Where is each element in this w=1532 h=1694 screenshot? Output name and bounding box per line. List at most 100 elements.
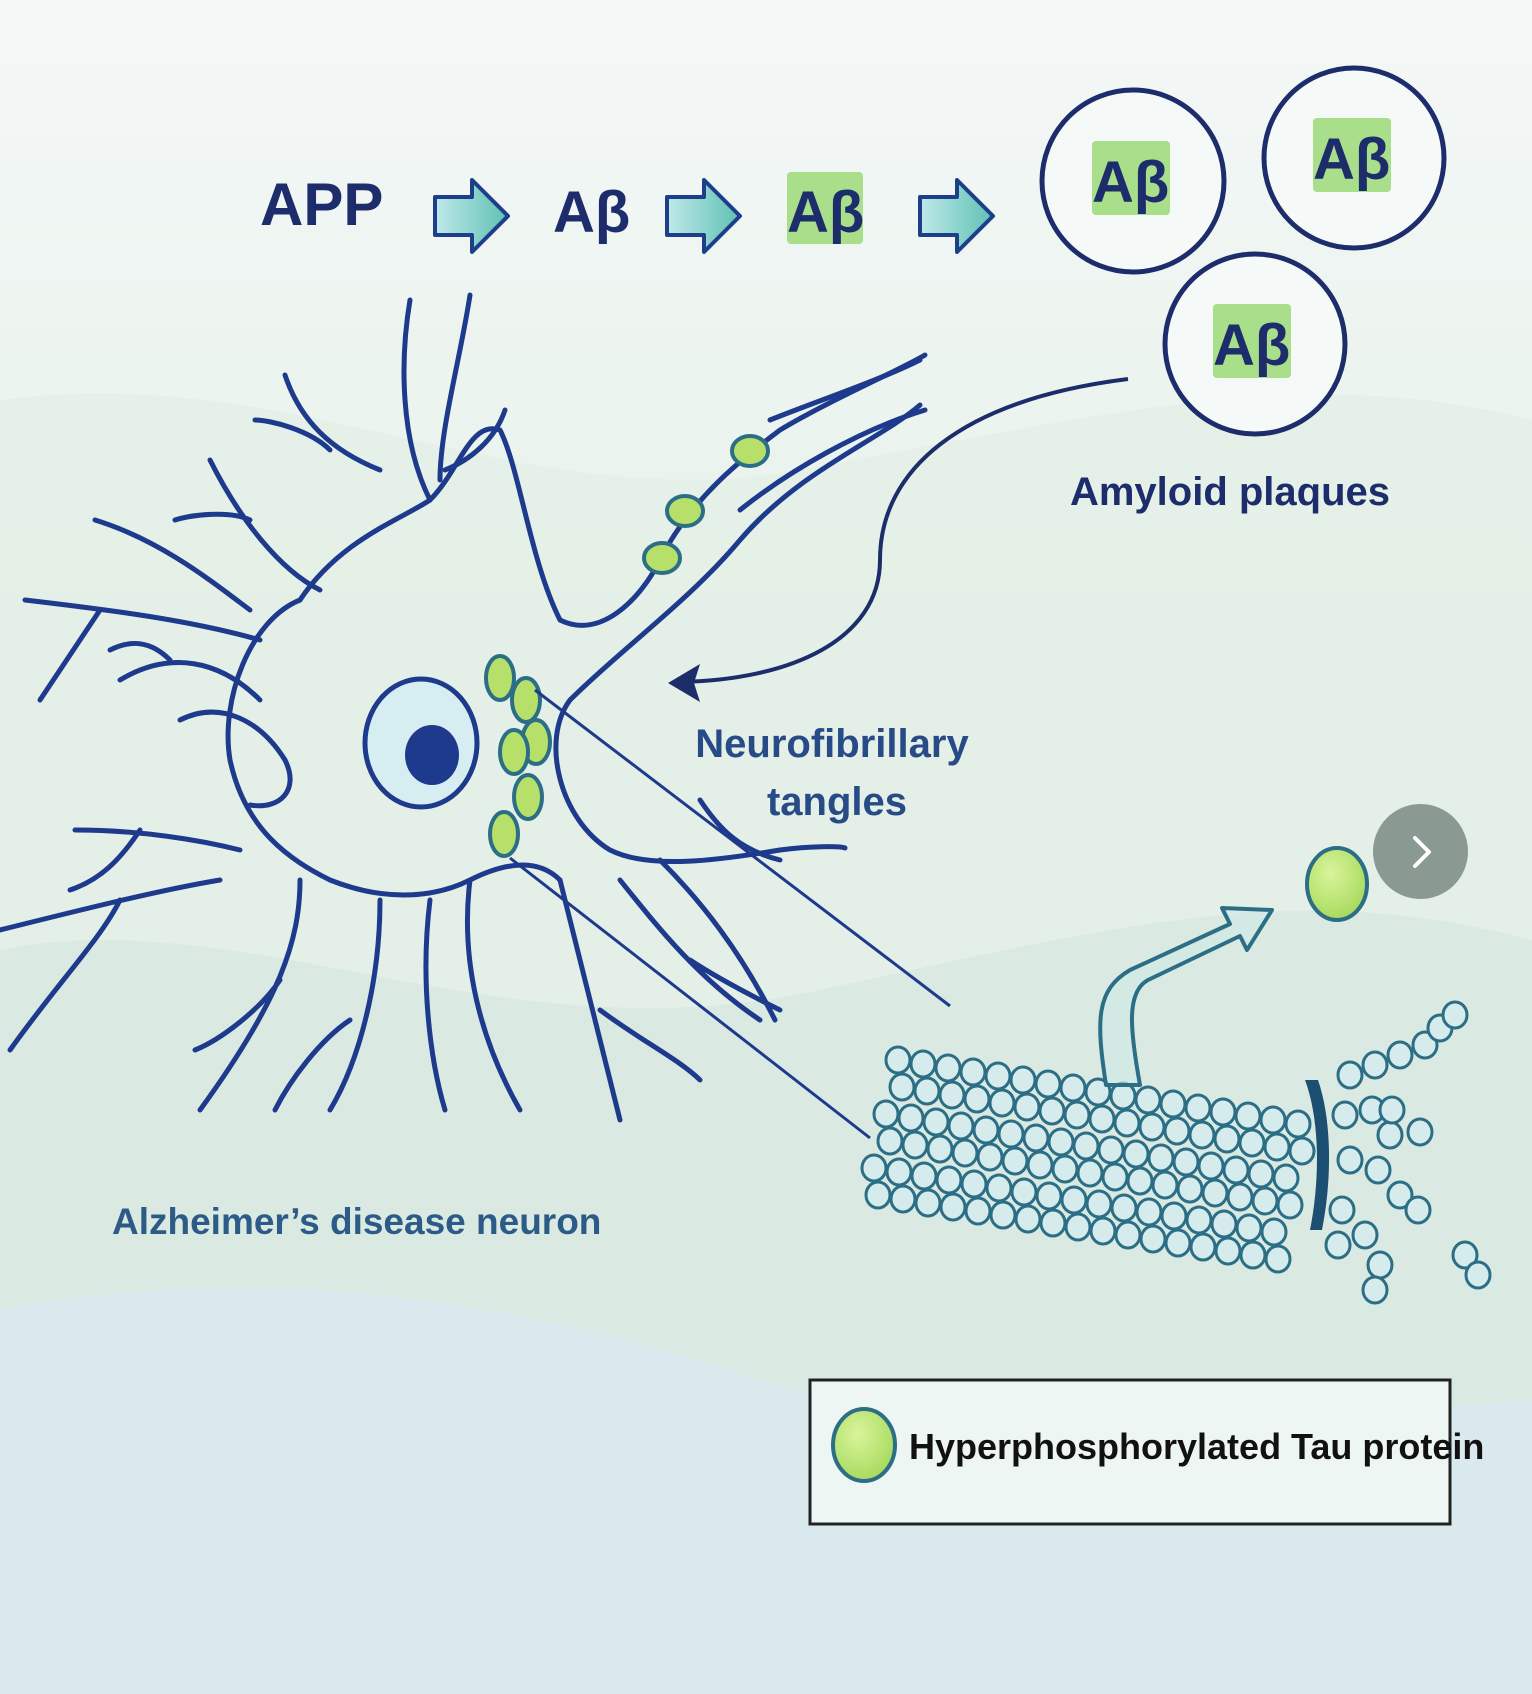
tubulin-subunit [1001,1146,1029,1176]
free-tubulin-subunit [1361,1050,1389,1080]
legend-box [808,1378,1452,1526]
tubulin-subunit [1235,1213,1263,1243]
free-tubulin-subunit [1336,1060,1364,1090]
released-tau-protein [1305,846,1369,922]
tubulin-subunit [997,1119,1025,1149]
tubulin-subunit [901,1130,929,1160]
amyloid-plaques: Aβ Aβ Aβ Amyloid plaques [1039,65,1447,514]
tubulin-subunit [1259,1105,1287,1135]
tubulin-subunit [989,1200,1017,1230]
free-tubulin-subunit [1361,1275,1389,1305]
tubulin-subunit [1201,1178,1229,1208]
amyloid-plaques-label: Amyloid plaques [1070,470,1390,514]
free-tubulin-subunit [1404,1195,1432,1225]
ab-box [1213,304,1291,378]
tubulin-subunit [1222,1155,1250,1185]
tubulin-subunit [1184,1093,1212,1123]
tubulin-subunit [864,1180,892,1210]
tubulin-subunit [1288,1136,1316,1166]
legend: Hyperphosphorylated Tau protein [808,1378,1484,1526]
tubulin-subunit [1226,1182,1254,1212]
tubulin-subunit [1060,1185,1088,1215]
tubulin-subunit [1213,1124,1241,1154]
flow-arrow-icon [665,178,742,254]
ab-boxed-label: Aβ [787,180,864,245]
tubulin-subunit [909,1049,937,1079]
free-tubulin-subunit [1324,1230,1352,1260]
microtubule [860,1000,1492,1305]
tubulin-subunit [935,1165,963,1195]
tubulin-subunit [1085,1189,1113,1219]
free-tubulin-subunit [1331,1100,1359,1130]
tubulin-subunit [1097,1135,1125,1165]
tubulin-subunit [1276,1190,1304,1220]
tau-aggregates [484,434,770,858]
free-tubulin-subunit [1441,1000,1469,1030]
ab-box [787,172,863,244]
tubulin-subunit [1210,1209,1238,1239]
arrowhead-icon [668,664,700,702]
chevron-right-icon [1412,835,1431,868]
plaque-ab-label: Aβ [1092,150,1169,215]
tubulin-subunit [1010,1177,1038,1207]
tubulin-subunit [1185,1205,1213,1235]
tubulin-subunit [1264,1244,1292,1274]
tubulin-subunit [1110,1193,1138,1223]
tubulin-subunit [1260,1217,1288,1247]
flow-arrow-icon [918,178,995,254]
tubulin-subunit [1072,1131,1100,1161]
tubulin-subunit [1147,1143,1175,1173]
nucleus [362,676,480,810]
tubulin-subunit [885,1157,913,1187]
tubulin-subunit [1122,1139,1150,1169]
tubulin-subunit [947,1111,975,1141]
tubulin-subunit [1114,1220,1142,1250]
plaque-to-tangle-arrow [668,377,1129,702]
ab-box [1092,141,1170,215]
tubulin-subunit [884,1045,912,1075]
tubulin-subunit [1247,1159,1275,1189]
tubulin-subunit [1059,1073,1087,1103]
tubulin-subunit [934,1053,962,1083]
tubulin-subunit [1134,1085,1162,1115]
tubulin-subunit [922,1107,950,1137]
free-tubulin-subunit [1386,1180,1414,1210]
tubulin-subunit [1263,1132,1291,1162]
ab-label: Aβ [553,180,630,245]
free-tubulin-subunit [1366,1250,1394,1280]
tubulin-subunit [1113,1108,1141,1138]
free-tubulin-subunit [1328,1195,1356,1225]
tubulin-subunit [1239,1240,1267,1270]
tubulin-subunit [1159,1089,1187,1119]
tubulin-subunit [1039,1208,1067,1238]
zoom-lines [509,688,951,1140]
tubulin-subunit [951,1138,979,1168]
tau-legend-swatch [831,1407,897,1483]
tubulin-subunit [1209,1097,1237,1127]
tubulin-subunit [1197,1151,1225,1181]
tubulin-subunit [1251,1186,1279,1216]
free-tubulin-subunit [1364,1155,1392,1185]
tubulin-subunit [1089,1216,1117,1246]
free-tubulin-subunit [1406,1117,1434,1147]
tubulin-subunit [1284,1109,1312,1139]
tubulin-subunit [1126,1166,1154,1196]
tubulin-subunit [1038,1096,1066,1126]
tubulin-subunit [1035,1181,1063,1211]
ab-box [1313,118,1391,192]
next-button[interactable] [1373,804,1468,899]
tubulin-subunit [860,1153,888,1183]
tubulin-subunit [963,1084,991,1114]
free-tubulin-subunit [1386,1040,1414,1070]
free-tubulin-subunit [1336,1145,1364,1175]
tubulin-subunit [939,1192,967,1222]
tubulin-subunit [1088,1104,1116,1134]
tubulin-subunit [876,1126,904,1156]
tubulin-subunit [1172,1147,1200,1177]
tubulin-subunit [1047,1127,1075,1157]
tubulin-subunit [988,1088,1016,1118]
tubulin-subunit [1238,1128,1266,1158]
tubulin-subunit [960,1169,988,1199]
tubulin-subunit [889,1184,917,1214]
